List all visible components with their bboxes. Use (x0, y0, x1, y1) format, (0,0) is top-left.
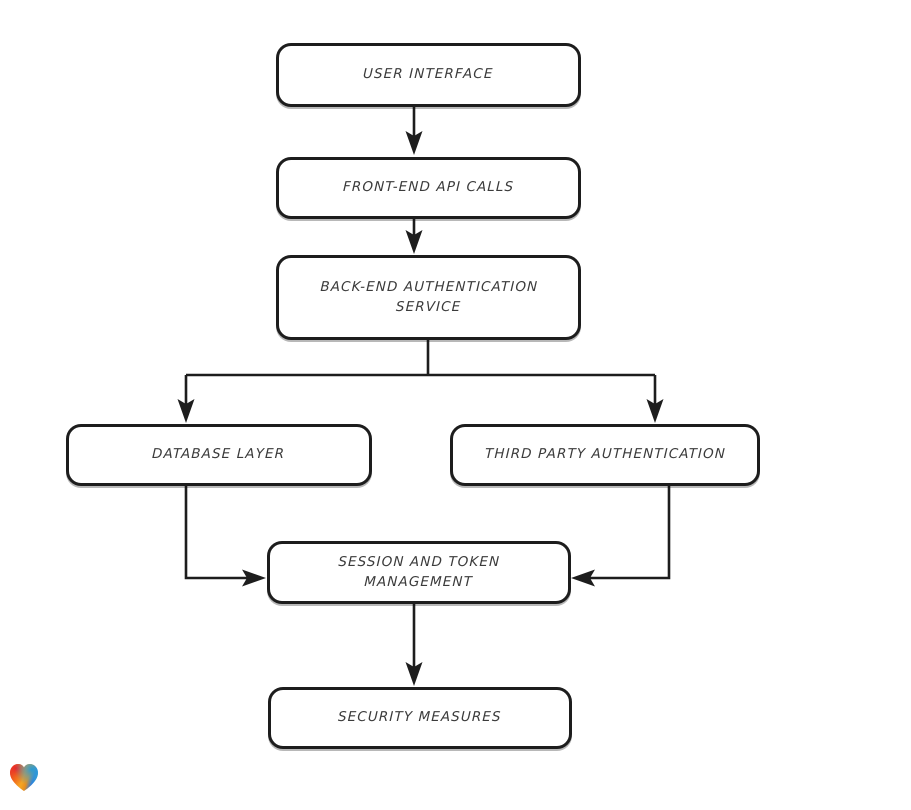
node-third-party-authentication[interactable]: Third Party Authentication (450, 424, 760, 486)
node-user-interface[interactable]: User Interface (276, 43, 581, 107)
node-database-layer[interactable]: Database Layer (66, 424, 372, 486)
edge-ui-to-frontend (405, 107, 423, 155)
edge-backend-to-thirdparty (646, 375, 664, 423)
node-front-end-api-calls[interactable]: Front-End API Calls (276, 157, 581, 219)
edge-session-to-security (405, 604, 423, 686)
node-label: Back-End Authentication Service (319, 278, 539, 315)
node-label: Security Measures (337, 709, 503, 726)
node-security-measures[interactable]: Security Measures (268, 687, 572, 749)
edge-database-to-session (184, 486, 266, 587)
edge-frontend-to-backend (405, 219, 423, 254)
node-label: Third Party Authentication (484, 446, 726, 463)
edge-thirdparty-to-session (571, 486, 671, 587)
node-back-end-authentication-service[interactable]: Back-End Authentication Service (276, 255, 581, 340)
edge-backend-split-bus (186, 340, 655, 377)
heart-icon[interactable] (8, 762, 40, 792)
node-label: Session and Token Management (338, 553, 501, 590)
node-session-and-token-management[interactable]: Session and Token Management (267, 541, 571, 604)
node-label: User Interface (363, 66, 495, 83)
node-label: Database Layer (152, 446, 286, 463)
edge-backend-to-database (177, 375, 195, 423)
node-label: Front-End API Calls (342, 179, 515, 196)
